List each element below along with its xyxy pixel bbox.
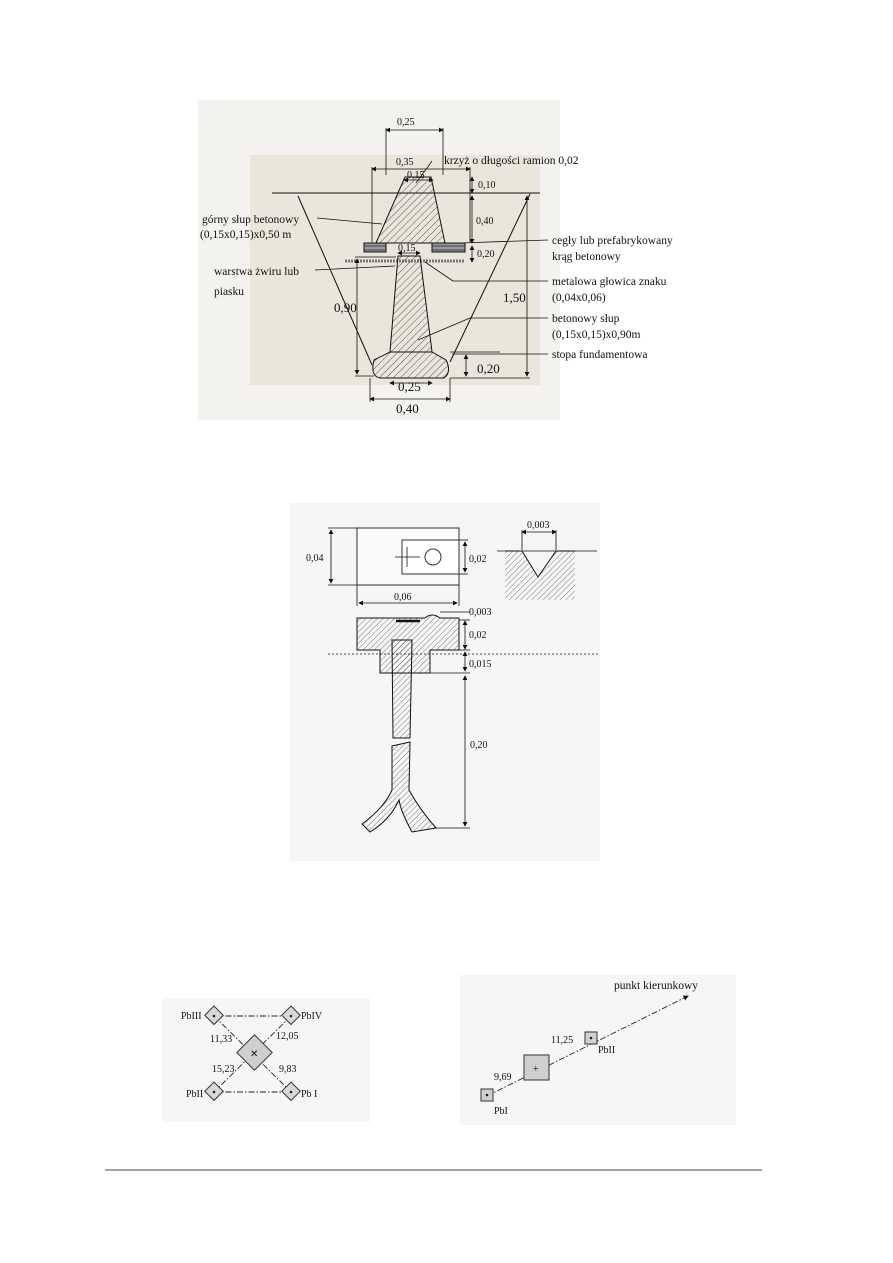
leader-post bbox=[417, 317, 471, 341]
marker-pbii bbox=[584, 1031, 598, 1045]
trench-left-side bbox=[297, 195, 373, 366]
label-footing: stopa fundamentowa bbox=[552, 349, 648, 361]
brick-right bbox=[431, 242, 466, 253]
point-label-pbiv: PbIV bbox=[301, 1011, 323, 1022]
head-hole bbox=[424, 548, 442, 566]
marker-pbiii bbox=[204, 1005, 224, 1026]
direction-line bbox=[486, 995, 689, 1097]
label-gravel: warstwa żwiru lub bbox=[214, 266, 299, 278]
trench-right-side bbox=[449, 193, 531, 363]
dim-label: 0,15 bbox=[407, 170, 425, 181]
dim-label: 0,10 bbox=[478, 180, 496, 191]
label-upper-post: górny słup betonowy bbox=[202, 214, 299, 226]
main-marker: ✕ bbox=[236, 1034, 273, 1071]
distance-label: 12,05 bbox=[276, 1031, 299, 1042]
label-post: betonowy słup bbox=[552, 313, 620, 325]
leader-bricks bbox=[459, 239, 549, 244]
shank-upper bbox=[391, 639, 413, 739]
layout-right-figure: + punkt kierunkowy PbII PbI 11,25 9,69 bbox=[460, 975, 736, 1125]
dim-label: 0,40 bbox=[396, 401, 419, 416]
dim-label: 0,90 bbox=[334, 300, 357, 315]
dim-label: 0,06 bbox=[394, 592, 412, 603]
distance-label: 9,83 bbox=[279, 1064, 297, 1075]
main-marker: + bbox=[523, 1054, 550, 1081]
groove-body bbox=[505, 551, 575, 600]
marker-pbiv bbox=[281, 1005, 301, 1026]
leader-cross bbox=[415, 160, 433, 184]
point-label-pbi: PbI bbox=[494, 1106, 508, 1117]
svg-text:+: + bbox=[533, 1064, 539, 1075]
dim-label: 0,25 bbox=[398, 379, 421, 394]
footing bbox=[372, 351, 450, 379]
figure-background bbox=[460, 975, 736, 1125]
leader-head bbox=[424, 261, 454, 282]
leader-upper-post bbox=[316, 217, 383, 225]
dim-label: 0,003 bbox=[469, 607, 492, 618]
marker-pbi bbox=[480, 1088, 494, 1102]
direction-label: punkt kierunkowy bbox=[614, 980, 698, 992]
label-cross: krzyż o długości ramion 0,02 bbox=[444, 155, 579, 167]
marker-head-figure: 0,04 0,02 0,06 0,003 0,003 0,02 0,015 0,… bbox=[290, 503, 600, 861]
leader-gravel bbox=[314, 265, 396, 271]
label-bricks: cegły lub prefabrykowany bbox=[552, 235, 673, 247]
dim-label: 0,04 bbox=[306, 553, 324, 564]
marker-pbi bbox=[281, 1081, 301, 1102]
dim-label: 0,015 bbox=[469, 659, 492, 670]
layout-left-figure: ✕ PbIII PbIV PbII Pb I 11,33 12,05 15,23… bbox=[162, 998, 370, 1122]
distance-label: 15,23 bbox=[212, 1064, 235, 1075]
distance-label: 9,69 bbox=[494, 1072, 512, 1083]
dim-label: 0,25 bbox=[397, 117, 415, 128]
dim-label: 0,40 bbox=[476, 216, 494, 227]
shank-lower bbox=[361, 741, 437, 833]
distance-label: 11,25 bbox=[551, 1035, 573, 1046]
foundation-section-figure: 0,25 0,35 0,15 0,10 0,40 0,20 0,15 0,90 … bbox=[198, 100, 673, 420]
distance-label: 11,33 bbox=[210, 1034, 232, 1045]
dim-label: 0,02 bbox=[469, 630, 487, 641]
dim-label: 0,15 bbox=[398, 243, 416, 254]
point-label-pbiii: PbIII bbox=[181, 1011, 202, 1022]
label-head-2: (0,04x0,06) bbox=[552, 292, 606, 304]
brick-left bbox=[363, 242, 387, 253]
point-label-pbii: PbII bbox=[598, 1045, 615, 1056]
label-upper-post-dims: (0,15x0,15)x0,50 m bbox=[200, 229, 291, 241]
label-post-2: (0,15x0,15)x0,90m bbox=[552, 329, 641, 341]
marker-pbii bbox=[204, 1081, 224, 1102]
dim-label: 1,50 bbox=[503, 290, 526, 305]
figure-background bbox=[162, 998, 370, 1122]
label-head: metalowa głowica znaku bbox=[552, 276, 667, 288]
label-bricks-2: krąg betonowy bbox=[552, 251, 621, 263]
dim-label: 0,35 bbox=[396, 157, 414, 168]
label-gravel-2: piasku bbox=[214, 286, 244, 298]
groove-outline bbox=[505, 550, 575, 578]
point-label-pbii: PbII bbox=[186, 1089, 203, 1100]
dim-label: 0,20 bbox=[477, 249, 495, 260]
point-label-pbi: Pb I bbox=[301, 1089, 317, 1100]
svg-text:✕: ✕ bbox=[250, 1049, 258, 1060]
dim-label: 0,003 bbox=[527, 520, 550, 531]
dim-label: 0,20 bbox=[477, 361, 500, 376]
dim-label: 0,02 bbox=[469, 554, 487, 565]
dim-label: 0,20 bbox=[470, 740, 488, 751]
